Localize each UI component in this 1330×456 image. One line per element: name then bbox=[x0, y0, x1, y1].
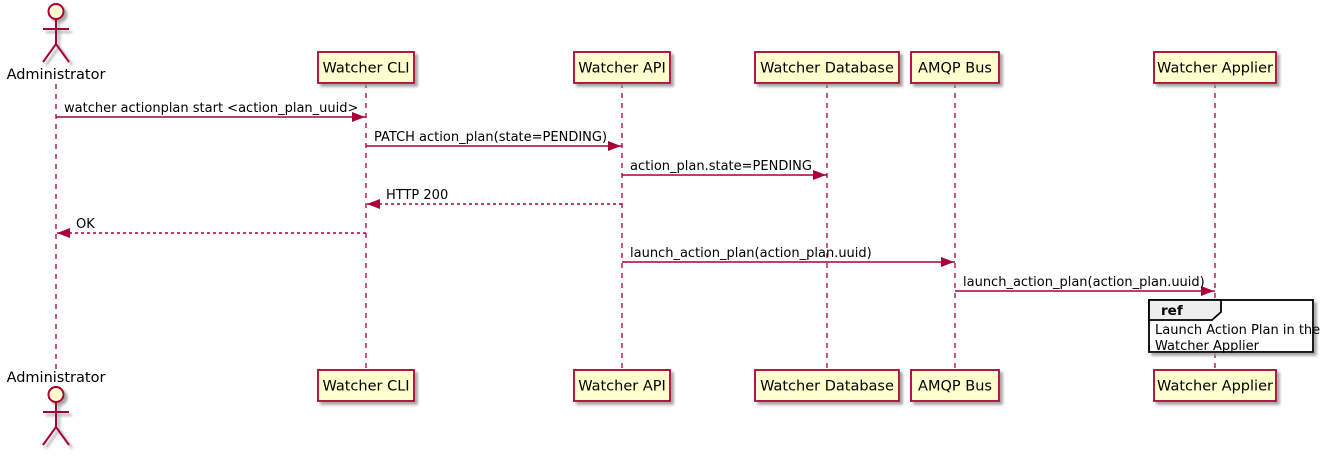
actor-figure-bottom-0 bbox=[42, 386, 70, 446]
participant-box-bottom-1 bbox=[573, 369, 671, 402]
message-arrowhead-3 bbox=[367, 199, 380, 209]
participant-box-top-0 bbox=[317, 51, 415, 84]
actor-leg-left bbox=[42, 43, 57, 63]
participant-box-top-4 bbox=[1153, 51, 1277, 84]
participant-box-top-3 bbox=[910, 51, 1000, 84]
participant-box-bottom-3 bbox=[910, 369, 1000, 402]
participant-label-top-3: AMQP Bus bbox=[918, 61, 992, 77]
actor-label-bottom-0: Administrator bbox=[7, 370, 106, 386]
participant-label-bottom-2: Watcher Database bbox=[760, 379, 894, 395]
message-label-0: watcher actionplan start <action_plan_uu… bbox=[64, 101, 358, 116]
message-arrowhead-1 bbox=[608, 141, 621, 151]
message-label-6: launch_action_plan(action_plan.uuid) bbox=[963, 275, 1205, 290]
participant-label-bottom-4: Watcher Applier bbox=[1157, 379, 1273, 395]
participant-label-bottom-1: Watcher API bbox=[578, 379, 666, 395]
participant-box-top-2 bbox=[754, 51, 900, 84]
participant-box-bottom-0 bbox=[317, 369, 415, 402]
ref-text-line-1: Watcher Applier bbox=[1155, 339, 1260, 354]
actor-leg-right bbox=[55, 426, 70, 446]
participant-box-bottom-4 bbox=[1153, 369, 1277, 402]
participant-box-bottom-2 bbox=[754, 369, 900, 402]
participant-label-bottom-0: Watcher CLI bbox=[322, 379, 409, 395]
message-arrowhead-6 bbox=[1201, 286, 1214, 296]
actor-head bbox=[47, 386, 65, 403]
ref-keyword: ref bbox=[1161, 303, 1183, 319]
message-label-1: PATCH action_plan(state=PENDING) bbox=[374, 130, 607, 145]
message-arrowhead-5 bbox=[941, 257, 954, 267]
ref-header-tab bbox=[1148, 299, 1222, 321]
participant-label-bottom-3: AMQP Bus bbox=[918, 379, 992, 395]
message-arrowhead-4 bbox=[57, 228, 70, 238]
participant-label-top-4: Watcher Applier bbox=[1157, 61, 1273, 77]
messages-layer: watcher actionplan start <action_plan_uu… bbox=[56, 101, 1215, 296]
participant-label-top-1: Watcher API bbox=[578, 61, 666, 77]
message-label-2: action_plan.state=PENDING bbox=[630, 159, 812, 174]
actor-head bbox=[47, 3, 65, 20]
message-arrowhead-0 bbox=[352, 112, 365, 122]
participant-label-top-2: Watcher Database bbox=[760, 61, 894, 77]
shapes-layer: Watcher CLI Watcher CLI Watcher API Watcher… bbox=[7, 3, 1320, 446]
actor-leg-right bbox=[55, 43, 70, 63]
participant-box-top-1 bbox=[573, 51, 671, 84]
message-arrowhead-2 bbox=[813, 170, 826, 180]
message-label-5: launch_action_plan(action_plan.uuid) bbox=[630, 246, 872, 261]
actor-leg-left bbox=[42, 426, 57, 446]
lifelines-layer bbox=[55, 83, 1216, 372]
message-label-3: HTTP 200 bbox=[386, 188, 448, 203]
ref-text-line-0: Launch Action Plan in the bbox=[1155, 323, 1320, 338]
message-label-4: OK bbox=[76, 217, 95, 232]
participant-label-top-0: Watcher CLI bbox=[322, 61, 409, 77]
actor-label-top-0: Administrator bbox=[7, 67, 106, 83]
actor-figure-top-0 bbox=[42, 3, 70, 63]
